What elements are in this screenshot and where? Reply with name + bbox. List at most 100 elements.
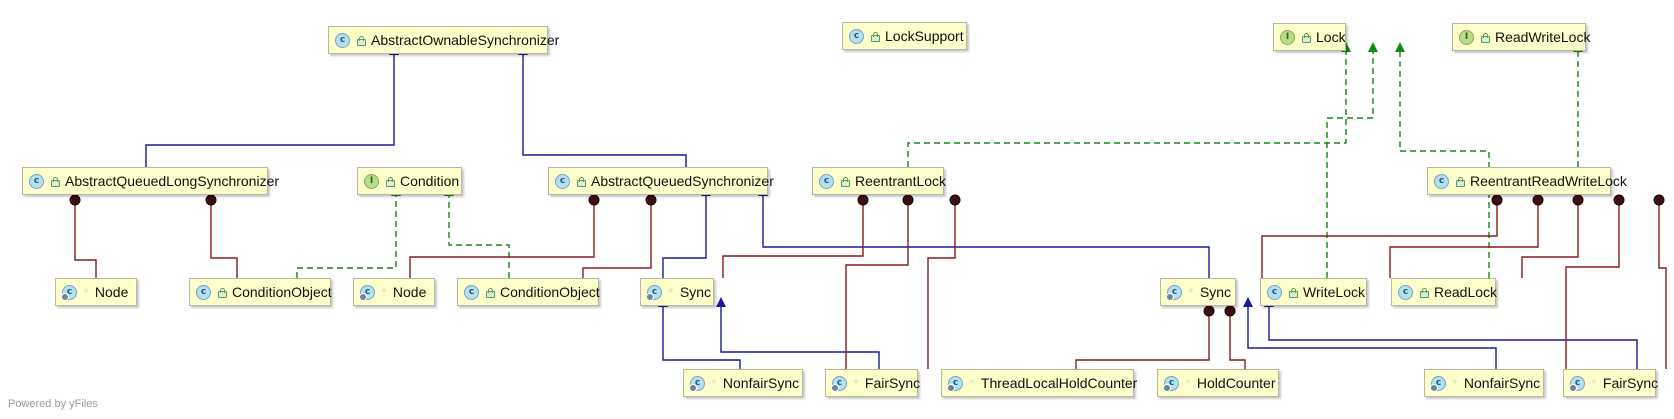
class-node-label: AbstractQueuedLongSynchronizer xyxy=(65,173,280,189)
inner-class-dot xyxy=(588,194,600,206)
class-node-label: ConditionObject xyxy=(500,284,600,300)
package-private-icon: ◦ xyxy=(1185,377,1191,388)
edge-extends-nfs2-to-sync2 xyxy=(1243,297,1497,369)
interface-icon: I xyxy=(364,173,379,189)
class-node-label: Condition xyxy=(400,173,460,189)
class-node-aqls[interactable]: c AbstractQueuedLongSynchronizer xyxy=(22,167,279,195)
inner-class-dot xyxy=(645,194,657,206)
edge-inner-rl-to-nfs1 xyxy=(845,195,909,369)
public-lock-icon xyxy=(576,176,586,187)
class-node-fs1[interactable]: c◦FairSync xyxy=(825,369,920,397)
class-node-label: ConditionObject xyxy=(232,284,332,300)
public-lock-icon xyxy=(1480,32,1490,43)
inner-class-dot xyxy=(1203,305,1215,317)
package-private-icon: ◦ xyxy=(83,286,89,297)
class-node-sync1[interactable]: c◦Sync xyxy=(640,278,714,306)
class-node-label: AbstractOwnableSynchronizer xyxy=(371,32,560,48)
class-node-label: HoldCounter xyxy=(1196,375,1276,391)
class-node-tlhc[interactable]: c◦ThreadLocalHoldCounter xyxy=(941,369,1137,397)
class-node-wl[interactable]: c WriteLock xyxy=(1260,278,1367,306)
public-lock-icon xyxy=(870,31,880,42)
inner-class-dot xyxy=(205,194,217,206)
package-private-icon: ◦ xyxy=(1188,286,1194,297)
public-lock-icon xyxy=(356,35,366,46)
class-node-rrwl[interactable]: c ReentrantReadWriteLock xyxy=(1427,167,1627,195)
class-icon: c xyxy=(196,284,211,300)
inner-class-dot xyxy=(1572,194,1584,206)
class-icon: c xyxy=(29,173,44,189)
class-node-fs2[interactable]: c ◦ FairSync xyxy=(1563,369,1659,397)
class-node-node2[interactable]: c ◦ Node xyxy=(353,278,435,306)
edge-inner-aqs-to-co2 xyxy=(582,195,652,278)
package-private-icon: ◦ xyxy=(853,377,859,388)
public-lock-icon xyxy=(50,176,60,187)
edge-inner-rrwl-to-nfs2 xyxy=(1565,195,1620,369)
class-node-label: AbstractQueuedSynchronizer xyxy=(591,173,774,189)
inner-class-dot xyxy=(857,194,869,206)
package-private-icon: ◦ xyxy=(1591,377,1597,388)
class-node-label: Node xyxy=(94,284,129,300)
class-icon: c xyxy=(1267,284,1282,300)
edge-implements-rdl-to-lock xyxy=(1395,42,1490,278)
inner-class-icon: c xyxy=(831,375,847,392)
class-node-sync2[interactable]: c◦Sync xyxy=(1160,278,1236,306)
class-node-nfs1[interactable]: c◦NonfairSync xyxy=(683,369,803,397)
class-node-hc[interactable]: c◦HoldCounter xyxy=(1157,369,1279,397)
edge-implements-rl-to-lock xyxy=(907,42,1351,167)
class-icon: c xyxy=(819,173,834,189)
class-node-label: ReentrantReadWriteLock xyxy=(1470,173,1627,189)
package-private-icon: ◦ xyxy=(711,377,717,388)
public-lock-icon xyxy=(385,176,395,187)
inner-class-icon: c xyxy=(61,284,77,301)
public-lock-icon xyxy=(1288,287,1298,298)
inner-class-icon: c xyxy=(1569,375,1585,392)
edge-implements-co2-to-cond xyxy=(444,186,510,278)
inner-class-dot xyxy=(949,194,961,206)
package-private-icon: ◦ xyxy=(969,377,975,388)
edge-inner-aqs-to-node2 xyxy=(409,195,595,278)
edge-inner-rrwl-to-sync2 xyxy=(1261,195,1498,278)
inner-class-icon: c xyxy=(689,375,705,392)
public-lock-icon xyxy=(840,176,850,187)
inner-class-icon: c xyxy=(359,284,375,301)
public-lock-icon xyxy=(485,287,495,298)
class-node-label: ReadLock xyxy=(1434,284,1498,300)
package-private-icon: ◦ xyxy=(381,286,387,297)
edge-inner-rrwl-to-fs2 xyxy=(1658,195,1667,369)
edge-inner-aqls-to-node1 xyxy=(74,195,97,278)
public-lock-icon xyxy=(217,287,227,298)
edge-inner-rl-to-fs1 xyxy=(927,195,956,369)
edge-inner-sync2-to-tlhc xyxy=(1075,306,1210,369)
edge-extends-nfs1-to-sync1 xyxy=(658,297,741,369)
package-private-icon: ◦ xyxy=(668,286,674,297)
inner-class-icon: c xyxy=(1430,375,1446,392)
class-node-nfs2[interactable]: c◦NonfairSync xyxy=(1424,369,1544,397)
class-icon: c xyxy=(1434,173,1449,189)
edge-extends-sync2-to-aqs xyxy=(758,186,1210,278)
class-node-label: FairSync xyxy=(1602,375,1659,391)
class-node-co1[interactable]: c ConditionObject xyxy=(189,278,332,306)
inner-class-icon: c xyxy=(947,375,963,392)
inner-class-icon: c xyxy=(1166,284,1182,301)
class-node-label: WriteLock xyxy=(1303,284,1365,300)
edge-inner-rrwl-to-rdl xyxy=(1521,195,1579,278)
inner-class-dot xyxy=(1653,194,1665,206)
edge-extends-fs2-to-sync2 xyxy=(1264,297,1638,369)
public-lock-icon xyxy=(1419,287,1429,298)
edge-implements-wl-to-lock xyxy=(1326,42,1378,278)
edge-extends-aqls-to-aos xyxy=(145,45,399,167)
inner-class-dot xyxy=(1224,305,1236,317)
class-node-label: Node xyxy=(392,284,427,300)
class-node-node1[interactable]: c ◦ Node xyxy=(55,278,137,306)
class-node-cond[interactable]: I Condition xyxy=(357,167,462,195)
